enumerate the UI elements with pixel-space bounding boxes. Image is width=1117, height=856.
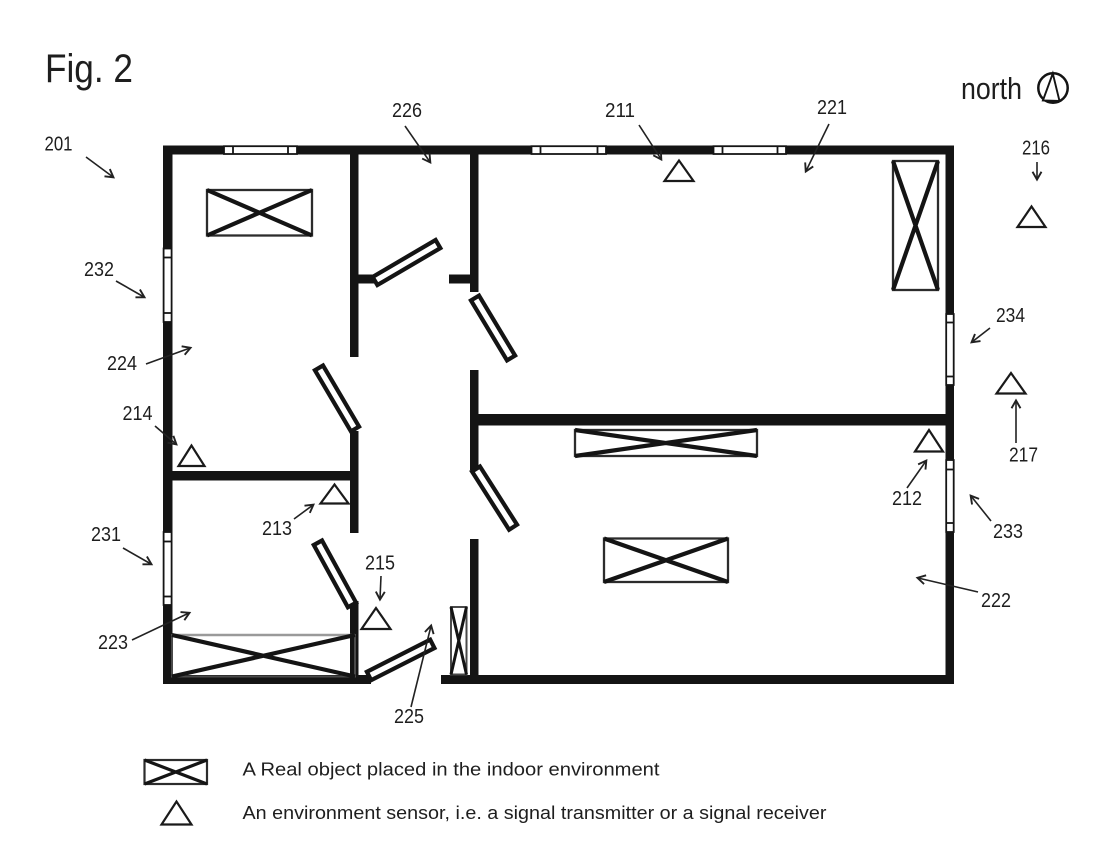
svg-text:213: 213 [262,518,292,540]
svg-text:221: 221 [817,97,847,119]
svg-text:225: 225 [394,706,424,728]
svg-text:214: 214 [123,403,153,425]
svg-text:201: 201 [45,134,73,156]
svg-text:212: 212 [892,488,922,510]
svg-text:217: 217 [1009,445,1038,467]
svg-text:234: 234 [996,305,1025,327]
svg-text:216: 216 [1022,138,1050,160]
svg-text:233: 233 [993,521,1023,543]
svg-text:224: 224 [107,353,137,375]
svg-text:223: 223 [98,632,128,654]
svg-text:Fig. 2: Fig. 2 [45,47,133,91]
svg-text:211: 211 [605,100,635,122]
svg-text:An environment sensor, i.e. a: An environment sensor, i.e. a signal tra… [243,802,827,823]
svg-text:226: 226 [392,100,422,122]
svg-text:north: north [961,71,1022,106]
svg-text:222: 222 [981,590,1011,612]
svg-text:231: 231 [91,524,121,546]
svg-text:A Real object placed in the in: A Real object placed in the indoor envir… [243,759,660,780]
svg-text:232: 232 [84,259,114,281]
svg-text:215: 215 [365,553,395,575]
